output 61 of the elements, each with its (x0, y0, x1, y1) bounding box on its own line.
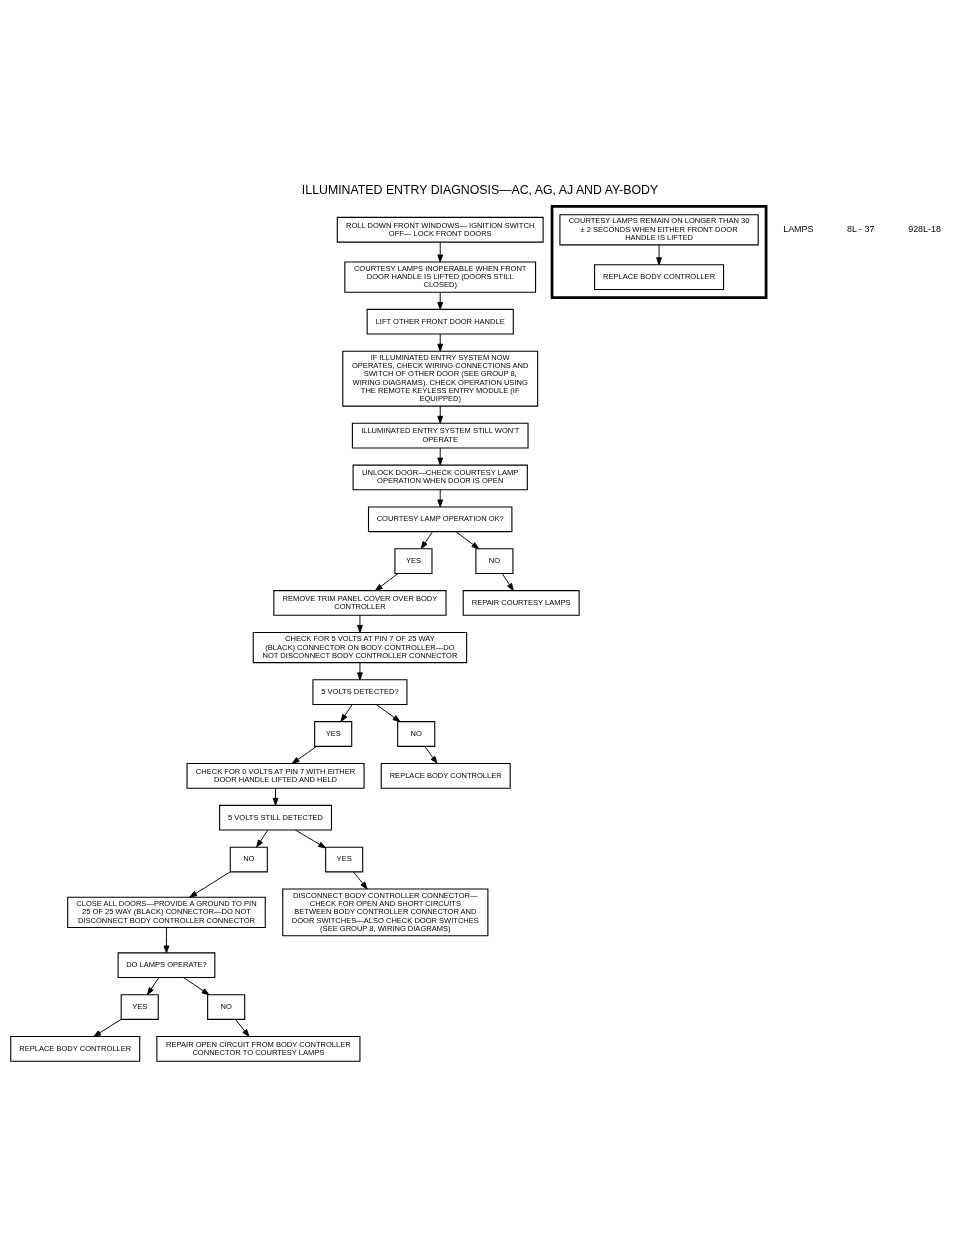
node-box: DISCONNECT BODY CONTROLLER CONNECTOR— CHECK FOR OPEN AND SHORT CIRCUITS BETWEEN BODY CONTROLLER CONNECTOR AND DOOR SWITCHES—ALSO CHECK DOOR SWITCHES (SEE GROUP 8, WIRING DIAGRAMS) (282, 888, 489, 936)
node-box: REPAIR OPEN CIRCUIT FROM BODY CONTROLLER CONNECTOR TO COURTESY LAMPS (156, 1035, 361, 1062)
node-box: YES (314, 720, 353, 747)
arrow (93, 1018, 122, 1037)
arrow (147, 976, 160, 995)
diagram-title: ILLUMINATED ENTRY DIAGNOSIS—AC, AG, AJ AND AY-BODY (301, 182, 659, 197)
node-box: REPLACE BODY CONTROLLER (10, 1035, 141, 1062)
label: LAMPS (783, 223, 814, 234)
node-box: NO (207, 993, 246, 1020)
node-box: ILLUMINATED ENTRY SYSTEM STILL WON'T OPERATE (351, 422, 529, 448)
arrow (437, 241, 444, 262)
arrow (189, 870, 231, 898)
arrow (163, 926, 170, 953)
arrow (357, 614, 363, 633)
cluster (550, 204, 768, 299)
arrow (374, 572, 399, 591)
node-box: YES (325, 846, 364, 872)
arrow (424, 745, 438, 764)
label: 928L-18 (908, 223, 941, 234)
arrow (375, 703, 401, 722)
arrow (294, 829, 327, 848)
arrow (501, 572, 514, 591)
node-box: UNLOCK DOOR—CHECK COURTESY LAMP OPERATION WHEN DOOR IS OPEN (352, 464, 528, 490)
node-box: YES (120, 993, 159, 1020)
node-box: 5 VOLTS STILL DETECTED (219, 804, 333, 831)
node-box: REPLACE BODY CONTROLLER (594, 263, 725, 290)
node-box: IF ILLUMINATED ENTRY SYSTEM NOW OPERATES, CHECK WIRING CONNECTIONS AND SWITCH OF OTHER DOOR (SEE GROUP 8, WIRING DIAGRAMS). CHECK OPERATION USING THE REMOTE KEYLESS ENTRY MODULE (IF EQUIPPED) (342, 350, 539, 407)
arrow (353, 870, 368, 889)
arrow (340, 703, 353, 722)
arrow (420, 530, 433, 549)
node-box: ROLL DOWN FRONT WINDOWS— IGNITION SWITCH OFF— LOCK FRONT DOORS (336, 216, 544, 243)
node-box: CHECK FOR 5 VOLTS AT PIN 7 OF 25 WAY (BLACK) CONNECTOR ON BODY CONTROLLER—DO NOT DISCONNECT BODY CONTROLLER CONNECTOR (252, 631, 468, 663)
arrow (235, 1018, 250, 1037)
arrow (455, 530, 480, 549)
arrow (256, 829, 269, 848)
node-box: 5 VOLTS DETECTED? (312, 678, 408, 705)
node-box: NO (475, 547, 514, 574)
arrow (437, 333, 444, 352)
node-box: COURTESY LAMPS REMAIN ON LONGER THAN 30 ± 2 SECONDS WHEN EITHER FRONT DOOR HANDLE IS LIFTED (559, 213, 759, 245)
arrow (291, 745, 317, 764)
node-box: CHECK FOR 0 VOLTS AT PIN 7 WITH EITHER DOOR HANDLE LIFTED AND HELD (186, 762, 365, 789)
arrow (656, 244, 662, 265)
node-box: LIFT OTHER FRONT DOOR HANDLE (366, 308, 514, 335)
node-box: COURTESY LAMP OPERATION OK? (367, 505, 513, 532)
arrow (437, 447, 444, 465)
node-box: YES (394, 547, 433, 574)
arrow (272, 787, 279, 806)
arrow (437, 291, 444, 310)
arrow (357, 661, 363, 680)
arrow (437, 405, 444, 424)
node-box: REMOVE TRIM PANEL COVER OVER BODY CONTROLLER (273, 589, 447, 616)
arrow (437, 488, 444, 507)
label: 8L - 37 (847, 223, 875, 234)
node-box: DO LAMPS OPERATE? (117, 951, 216, 978)
node-box: NO (397, 720, 436, 747)
arrow (183, 976, 210, 995)
node-box: NO (229, 846, 268, 872)
node-box: REPLACE BODY CONTROLLER (380, 762, 511, 789)
node-box: REPAIR COURTESY LAMPS (462, 589, 580, 616)
node-box: CLOSE ALL DOORS—PROVIDE A GROUND TO PIN 25 OF 25 WAY (BLACK) CONNECTOR—DO NOT DISCONNECT BODY CONTROLLER CONNECTOR (67, 896, 266, 928)
node-box: COURTESY LAMPS INOPERABLE WHEN FRONT DOOR HANDLE IS LIFTED (DOORS STILL CLOSED) (344, 260, 537, 293)
